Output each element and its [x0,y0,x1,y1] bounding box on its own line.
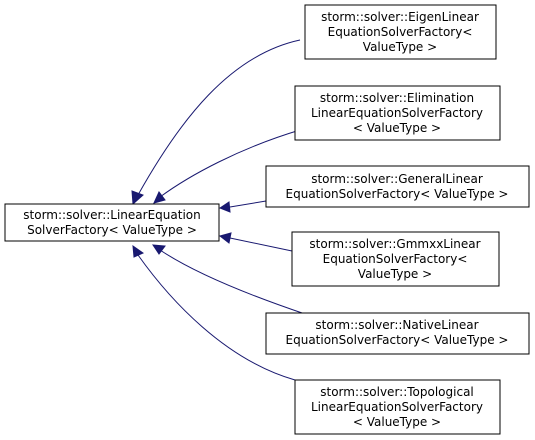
node-topological-line: storm::solver::Topological [320,385,474,399]
node-gmmxx-linear-equation-solver-factory[interactable]: storm::solver::GmmxxLinear EquationSolve… [291,231,500,287]
node-native-linear-equation-solver-factory[interactable]: storm::solver::NativeLinear EquationSolv… [265,312,530,355]
node-base-class[interactable]: storm::solver::LinearEquation SolverFact… [4,203,220,242]
node-general-linear-equation-solver-factory[interactable]: storm::solver::GeneralLinear EquationSol… [265,165,530,208]
node-elimination-line: storm::solver::Elimination [320,91,474,105]
node-eigen-line: storm::solver::EigenLinear [321,10,479,24]
node-gmmxx-line: storm::solver::GmmxxLinear [309,237,480,251]
node-base-class-line: storm::solver::LinearEquation [23,208,200,222]
node-elimination-line: < ValueType > [353,121,441,135]
edge-gmmxx [218,232,293,252]
node-elimination-linear-equation-solver-factory[interactable]: storm::solver::Elimination LinearEquatio… [294,85,501,141]
node-gmmxx-line: ValueType > [358,267,432,281]
node-base-class-line: SolverFactory< ValueType > [27,223,197,237]
node-topological-line: LinearEquationSolverFactory [311,400,483,414]
edge-general [218,200,267,213]
node-eigen-linear-equation-solver-factory[interactable]: storm::solver::EigenLinear EquationSolve… [304,4,497,60]
node-native-line: EquationSolverFactory< ValueType > [286,333,509,347]
edge-native [152,244,306,315]
node-general-line: EquationSolverFactory< ValueType > [286,187,509,201]
node-gmmxx-line: EquationSolverFactory< [323,252,468,266]
node-eigen-line: EquationSolverFactory< [328,25,473,39]
node-native-line: storm::solver::NativeLinear [315,318,478,332]
edge-topological [132,244,296,381]
node-topological-line: < ValueType > [353,415,441,429]
node-eigen-line: ValueType > [363,40,437,54]
node-topological-linear-equation-solver-factory[interactable]: storm::solver::Topological LinearEquatio… [294,379,501,435]
edge-elimination [153,129,301,204]
edge-eigen [131,39,301,206]
node-general-line: storm::solver::GeneralLinear [311,172,483,186]
node-elimination-line: LinearEquationSolverFactory [311,106,483,120]
